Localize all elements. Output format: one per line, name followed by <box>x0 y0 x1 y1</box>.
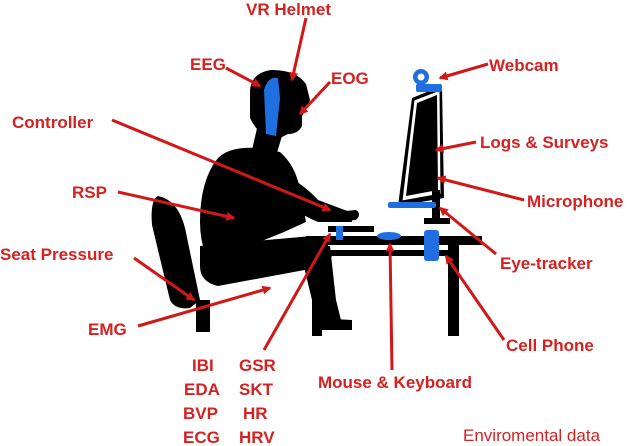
label-controller: Controller <box>12 113 94 132</box>
mouse-icon <box>377 232 401 240</box>
arrow-eye-tracker <box>438 206 497 256</box>
signal-gsr: GSR <box>239 356 276 375</box>
keyboard <box>328 226 374 232</box>
label-eye-tracker: Eye-tracker <box>500 254 593 273</box>
label-environmental-data: Enviromental data <box>463 426 601 445</box>
label-microphone: Microphone <box>527 192 624 211</box>
arrow-vr-helmet <box>289 17 308 82</box>
signal-skt: SKT <box>239 380 273 399</box>
arrow-microphone <box>436 175 525 202</box>
label-eog: EOG <box>331 69 369 88</box>
person-silhouette <box>200 70 359 330</box>
label-eeg: EEG <box>190 55 226 74</box>
signal-hrv: HRV <box>239 428 275 446</box>
label-logs-surveys: Logs & Surveys <box>480 133 609 152</box>
cell-phone-icon <box>424 230 439 261</box>
arrow-physiological <box>262 232 332 351</box>
label-vr-helmet: VR Helmet <box>246 0 332 19</box>
eye-tracker-icon <box>388 202 436 208</box>
signal-hr: HR <box>243 404 268 423</box>
monitor <box>398 86 450 224</box>
arrow-seat-pressure <box>133 256 196 302</box>
arrow-mouse-keyboard <box>385 242 395 371</box>
wristband-sensor-icon <box>336 226 343 240</box>
desk <box>306 236 482 336</box>
arrow-emg <box>137 285 272 328</box>
signal-bvp: BVP <box>183 404 218 423</box>
signal-eda: EDA <box>184 380 220 399</box>
eeg-headband-icon <box>264 77 280 136</box>
webcam-icon <box>413 69 442 92</box>
arrows <box>111 17 525 371</box>
signal-ibi: IBI <box>192 356 214 375</box>
signal-ecg: ECG <box>183 428 220 446</box>
label-rsp: RSP <box>72 183 107 202</box>
arrow-cell-phone <box>444 254 506 341</box>
arrow-logs-surveys <box>434 140 477 153</box>
label-emg: EMG <box>88 320 127 339</box>
arrow-eeg <box>225 66 262 88</box>
arrow-webcam <box>438 62 489 81</box>
label-seat-pressure: Seat Pressure <box>0 245 114 264</box>
arrow-rsp <box>117 190 236 221</box>
label-mouse-keyboard: Mouse & Keyboard <box>318 373 472 392</box>
arrow-eog <box>298 80 332 116</box>
label-cell-phone: Cell Phone <box>506 336 594 355</box>
arrow-controller <box>111 118 332 212</box>
label-webcam: Webcam <box>489 56 559 75</box>
